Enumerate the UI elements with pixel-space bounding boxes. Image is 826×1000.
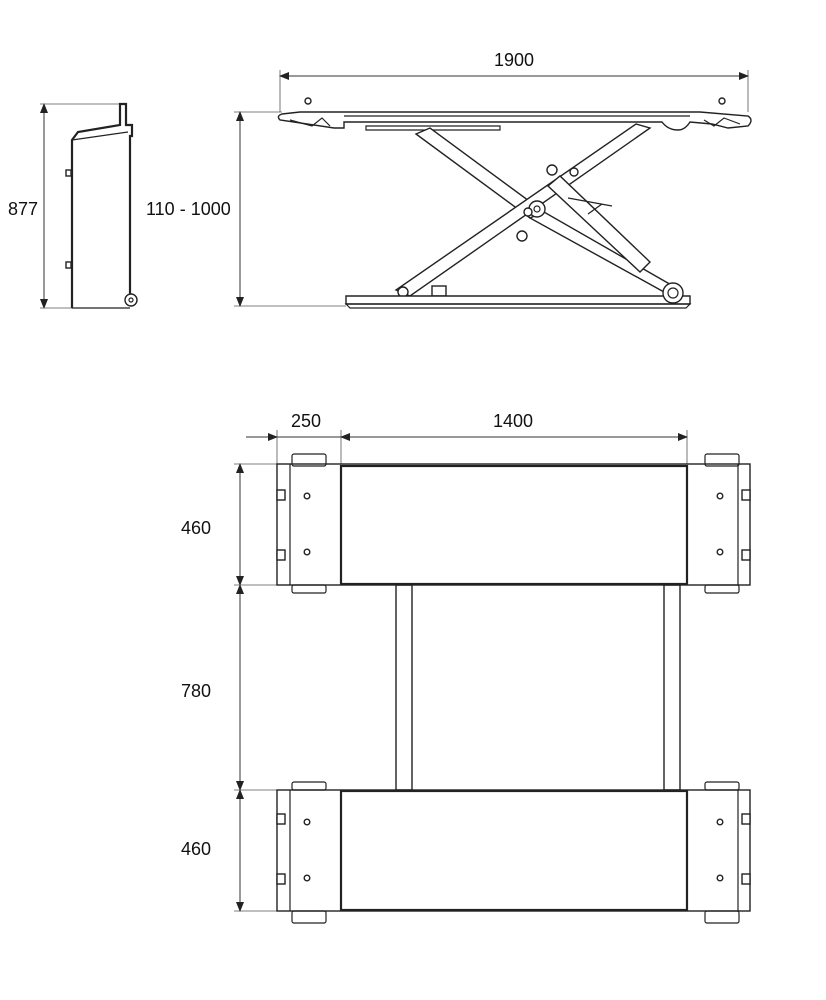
ramp-bolt-left [304, 97, 312, 105]
base-roller [662, 282, 684, 304]
lift-side-view: 1900 110 - 1000 [146, 50, 752, 309]
bolt [303, 492, 311, 500]
ramp-latch-right-1 [741, 489, 751, 501]
gap-label: 780 [181, 681, 211, 701]
side-length-label: 1900 [494, 50, 534, 70]
lift-top-view: 250 1400 460 780 460 [181, 411, 751, 924]
base-bracket [431, 285, 447, 297]
ramp-extension-label: 250 [291, 411, 321, 431]
ramp-bolt-right [718, 97, 726, 105]
platform-bottom-deck [339, 789, 689, 912]
platform-bottom [276, 781, 751, 924]
ramp-tab-top-right [704, 453, 740, 467]
control-unit-bracket-lower [65, 261, 72, 269]
side-height-label: 110 - 1000 [146, 199, 231, 219]
platform-width-bottom-label: 460 [181, 839, 211, 859]
top-platform-underside-plate [365, 125, 501, 131]
control-unit-bracket-upper [65, 169, 72, 177]
ramp-tab-bottom-left [291, 910, 327, 924]
platform-width-top-label: 460 [181, 518, 211, 538]
cross-bar-left [395, 584, 413, 791]
platform-top [276, 453, 751, 594]
ramp-tab-top-left [291, 453, 327, 467]
scissor-arm-cross [394, 123, 652, 297]
control-unit-height-label: 877 [8, 199, 38, 219]
pivot-cylinder-top [546, 164, 558, 176]
control-unit-column [70, 102, 134, 308]
control-unit-view: 877 [8, 102, 138, 309]
top-platform [277, 111, 752, 131]
platform-length-label: 1400 [493, 411, 533, 431]
platform-top-deck [339, 464, 689, 586]
pivot-lower [516, 230, 528, 242]
hydraulic-cylinder [546, 175, 652, 273]
pivot-cylinder-side [569, 167, 579, 177]
control-unit-wheel [124, 293, 138, 307]
ramp-tab-bottom-right [704, 910, 740, 924]
pivot-mid [523, 207, 533, 217]
ramp-latch-left-1 [276, 489, 286, 501]
cross-bar-right [663, 584, 681, 791]
base-frame [345, 295, 691, 305]
